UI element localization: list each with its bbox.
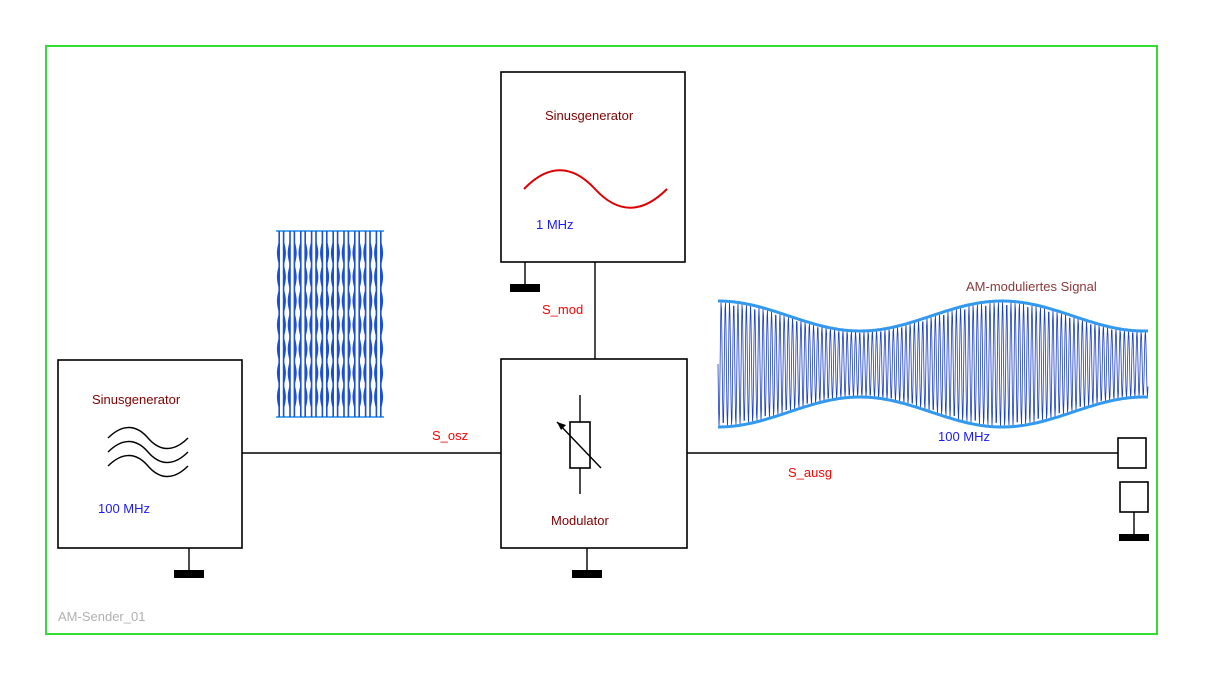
sine-wave-icon — [523, 169, 668, 209]
modulator-title: Modulator — [551, 513, 609, 528]
modulation-generator-block: Sinusgenerator 1 MHz — [500, 71, 686, 292]
carrier-generator-title: Sinusgenerator — [92, 392, 181, 407]
carrier-generator-frequency: 100 MHz — [98, 501, 150, 516]
signal-label-output: S_ausg — [788, 465, 832, 480]
modulator-block: Modulator — [500, 358, 688, 578]
output-terminal-symbol — [1117, 437, 1149, 541]
modulation-generator-box — [500, 71, 686, 263]
carrier-generator-box — [57, 359, 243, 549]
signal-label-modulation: S_mod — [542, 302, 583, 317]
carrier-generator-block: Sinusgenerator 100 MHz — [57, 359, 243, 578]
carrier-ground-symbol — [174, 548, 204, 578]
modulator-ground-symbol — [572, 548, 602, 578]
modulator-box — [500, 358, 688, 549]
am-signal-title: AM-moduliertes Signal — [966, 279, 1097, 294]
diagram-footer-label: AM-Sender_01 — [58, 609, 145, 624]
triple-sine-wave-icon — [107, 426, 189, 478]
variable-resistor-icon — [556, 395, 602, 494]
diagram-frame — [45, 45, 1158, 635]
modulation-generator-title: Sinusgenerator — [545, 108, 634, 123]
carrier-waveform-graphic — [276, 230, 384, 418]
signal-label-oscillator: S_osz — [432, 428, 468, 443]
am-signal-frequency: 100 MHz — [938, 429, 990, 444]
modulation-ground-symbol — [510, 262, 540, 292]
modulation-generator-frequency: 1 MHz — [536, 217, 574, 232]
am-signal-waveform-graphic — [717, 299, 1149, 429]
